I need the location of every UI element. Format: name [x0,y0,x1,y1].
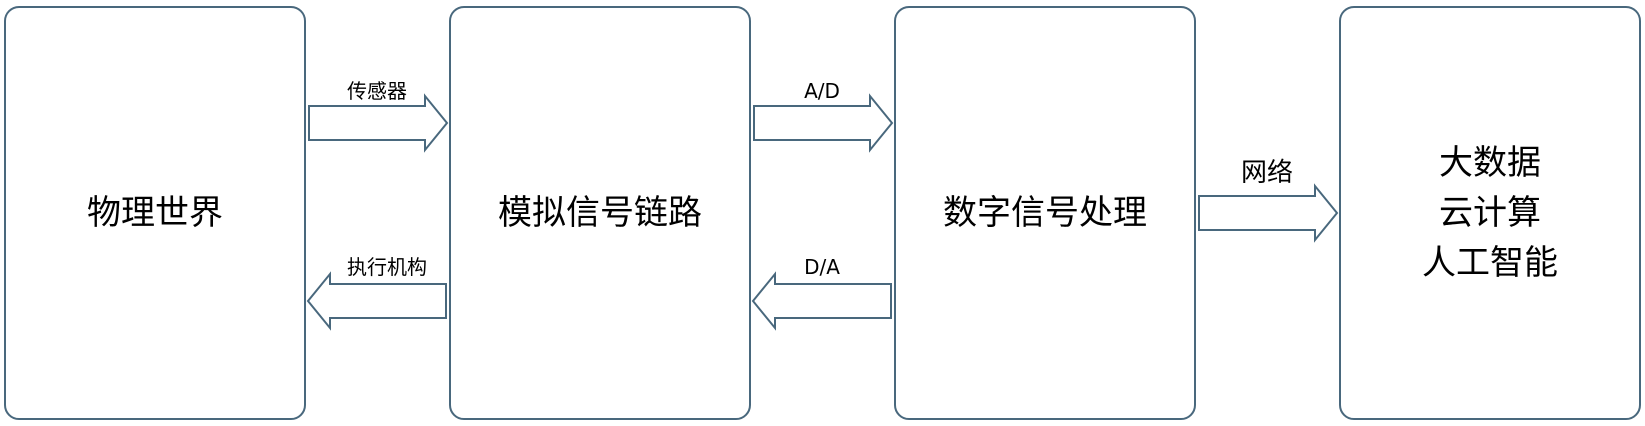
box-cloud-label-line2: 云计算 [1439,193,1541,233]
arrow-actuator-label: 执行机构 [347,255,427,279]
box-cloud-label-line3: 人工智能 [1422,243,1558,283]
box-cloud: 大数据 云计算 人工智能 [1339,6,1641,420]
arrow-sensor: 传感器 [308,79,449,153]
arrow-da-label: D/A [804,255,840,279]
box-dsp-label: 数字信号处理 [943,193,1147,233]
arrow-actuator: 执行机构 [306,255,447,331]
box-analog-chain: 模拟信号链路 [449,6,751,420]
box-cloud-label-line1: 大数据 [1439,143,1541,183]
box-analog-chain-label: 模拟信号链路 [498,193,702,233]
box-physical-world: 物理世界 [4,6,306,420]
arrow-network: 网络 [1198,158,1339,243]
arrow-ad-label: A/D [804,79,840,103]
arrow-ad: A/D [753,79,894,153]
arrow-da: D/A [751,255,892,331]
box-dsp: 数字信号处理 [894,6,1196,420]
box-physical-world-label: 物理世界 [87,193,223,233]
arrow-sensor-label: 传感器 [347,79,407,103]
arrow-network-label: 网络 [1241,158,1293,188]
